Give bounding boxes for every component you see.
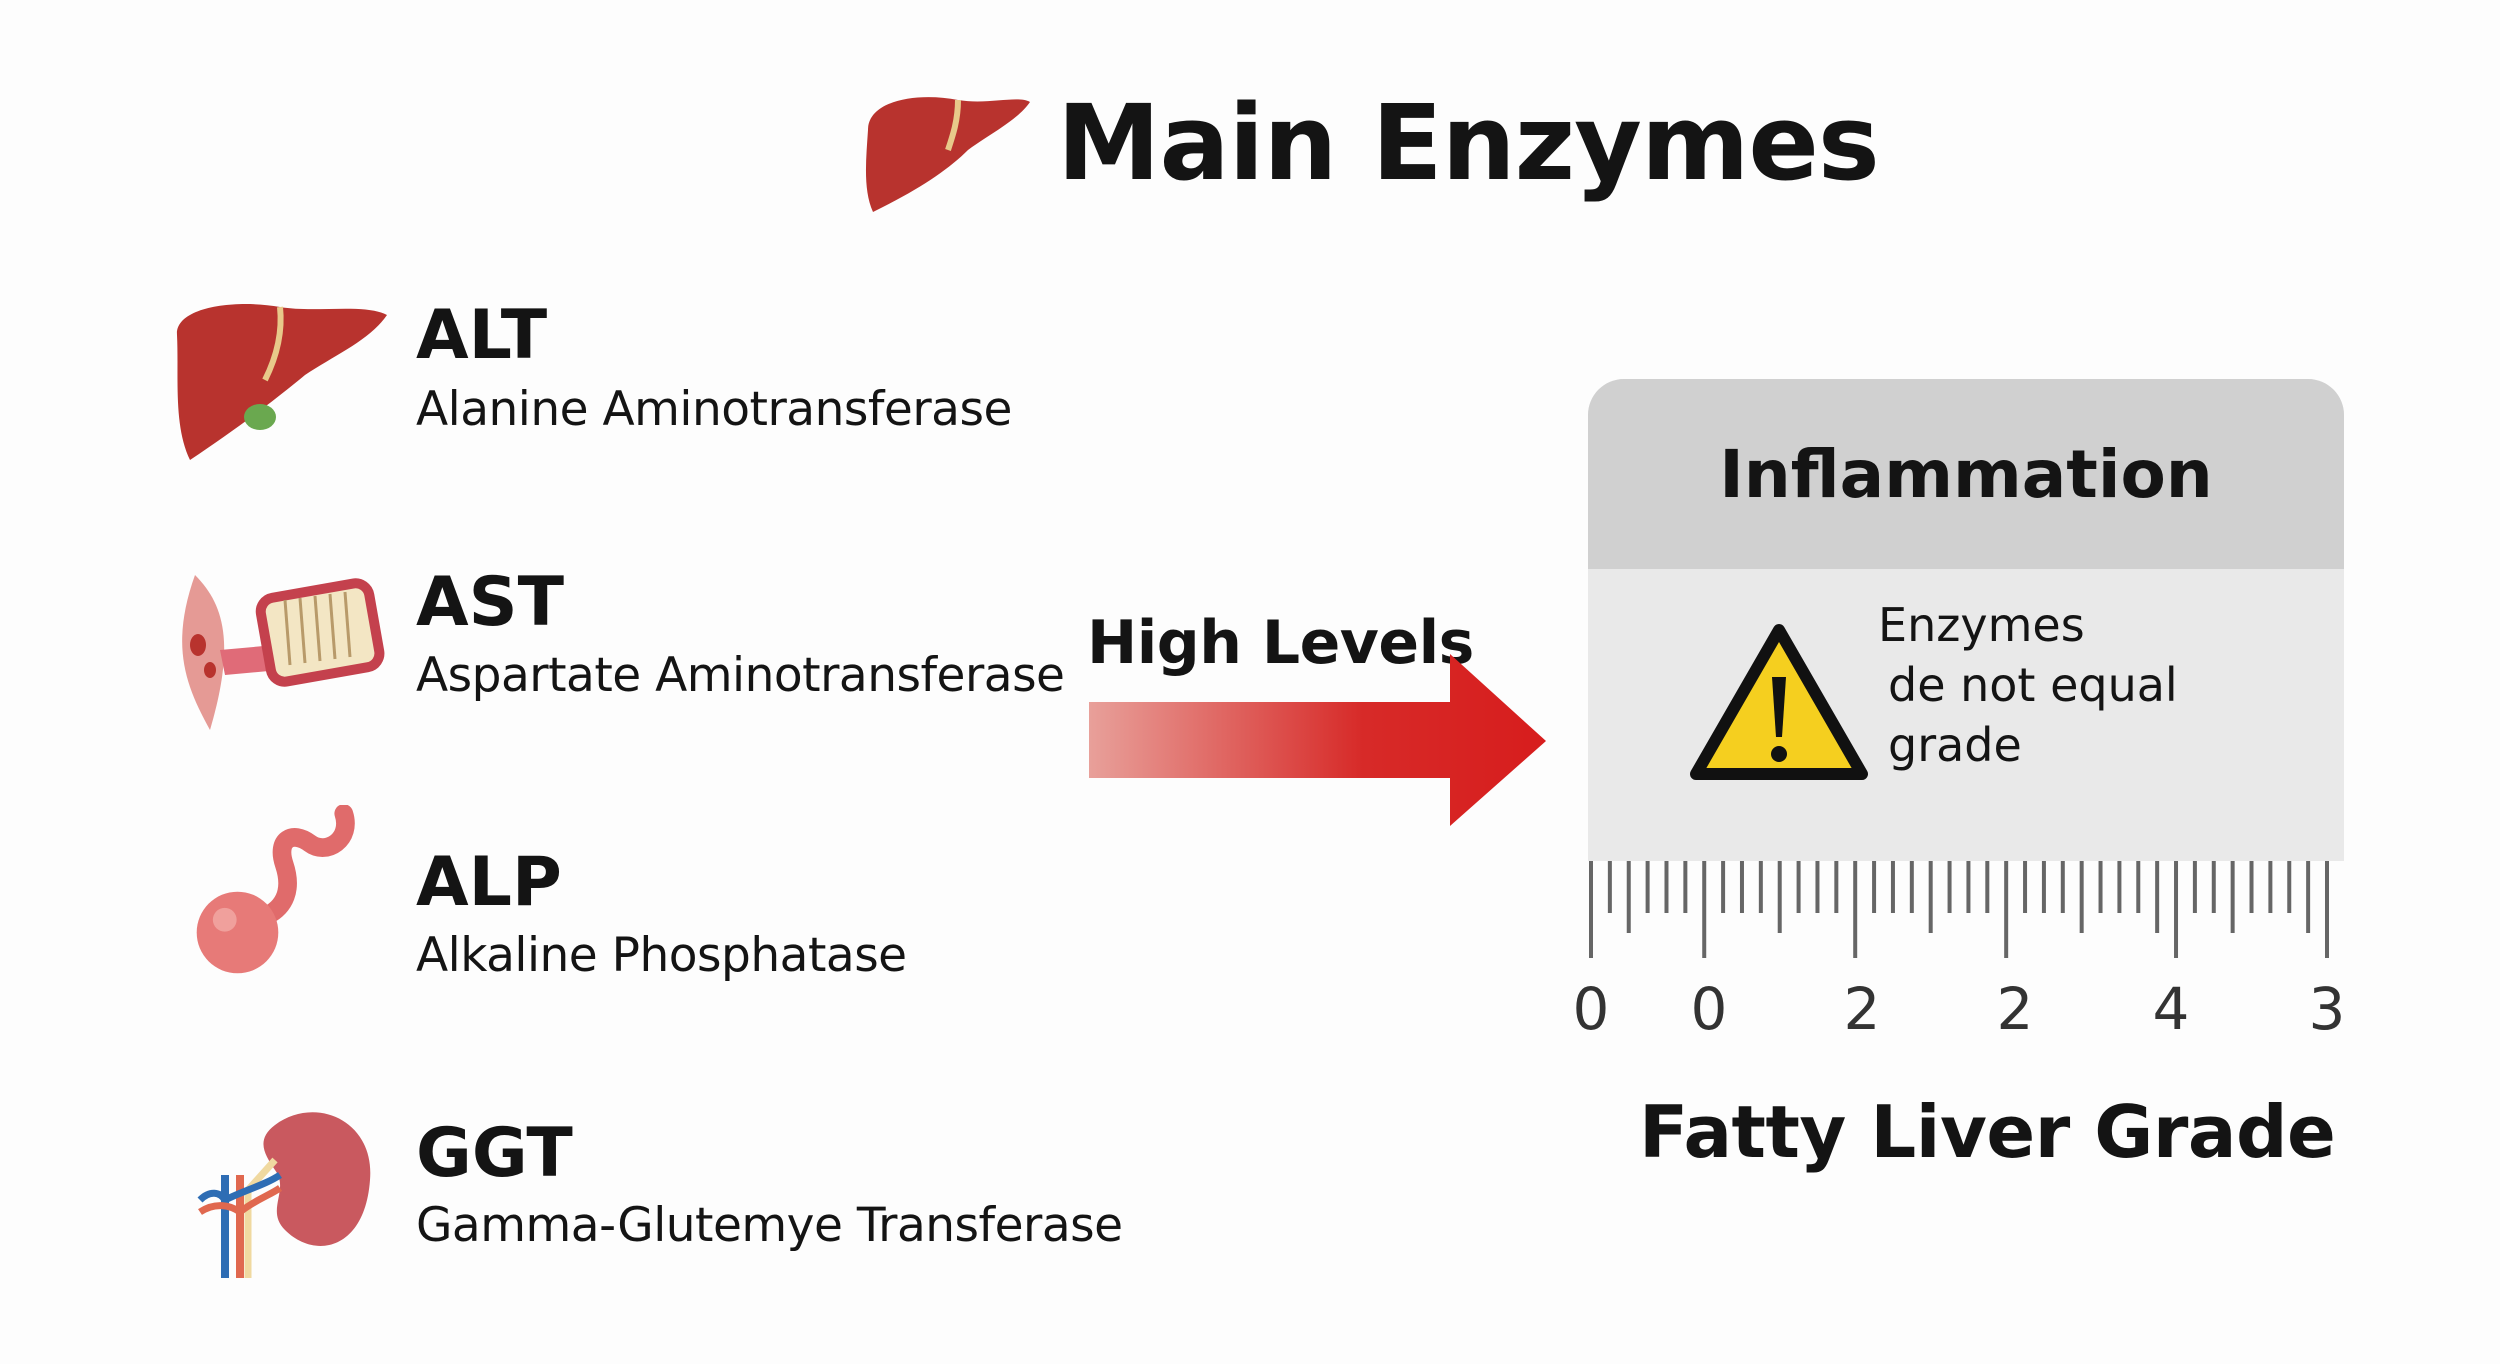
card-note-line: de not equal: [1888, 658, 2178, 712]
inflammation-card: Inflammation: [1588, 379, 2344, 861]
ruler-tick-label: 2: [1996, 975, 2034, 1043]
enzyme-name-alt: Alanine Aminotransferase: [416, 382, 1012, 437]
enzyme-name-ggt: Gamma-Glutemye Transferase: [416, 1198, 1123, 1253]
enzyme-name-alp: Alkaline Phosphatase: [416, 928, 907, 983]
arrow-label: High Levels: [1087, 608, 1474, 678]
liver-icon: [176, 304, 387, 460]
card-header: Inflammation: [1588, 379, 2344, 569]
enzyme-abbr-alp: ALP: [416, 843, 562, 922]
enzyme-abbr-alt: ALT: [416, 296, 548, 375]
enzyme-abbr-ast: AST: [416, 563, 564, 642]
gallbladder-bile-duct-icon: [196, 805, 355, 974]
card-note-line: Enzymes: [1878, 598, 2085, 652]
ruler-tick-label: 4: [2152, 975, 2190, 1043]
arrow-right-icon: [1089, 654, 1546, 826]
warning-icon: [1690, 624, 1868, 780]
ruler-tick-label: 0: [1690, 975, 1728, 1043]
liver-icon: [865, 97, 1030, 212]
grade-label: Fatty Liver Grade: [1639, 1090, 2336, 1174]
page-title: Main Enzymes: [1057, 82, 1880, 204]
kidney-icon: [197, 1112, 371, 1278]
enzyme-abbr-ggt: GGT: [416, 1114, 573, 1193]
ruler-tick-label: 3: [2308, 975, 2346, 1043]
ruler-tick-label: 2: [1843, 975, 1881, 1043]
ruler-tick-label: 0: [1572, 975, 1610, 1043]
card-note-line: grade: [1888, 718, 2022, 772]
grade-ruler: [1589, 861, 2329, 958]
heart-muscle-icon: [182, 575, 385, 730]
enzyme-name-ast: Aspartate Aminotransferase: [416, 648, 1065, 703]
